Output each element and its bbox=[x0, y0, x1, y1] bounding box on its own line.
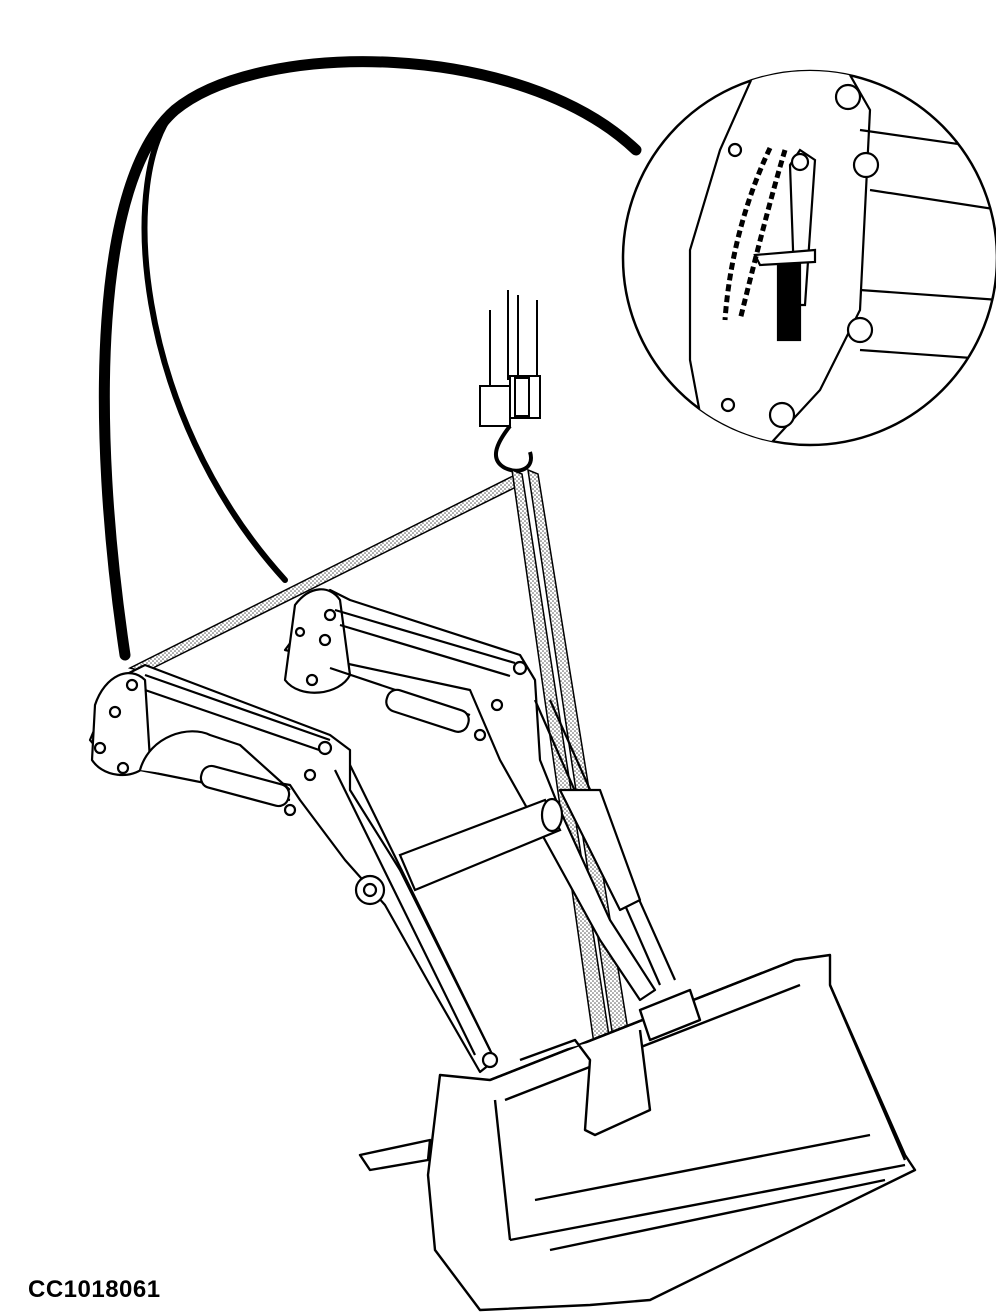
loader-arm-right bbox=[283, 588, 677, 1002]
detail-callout-circle bbox=[621, 69, 996, 447]
detail-leader-line bbox=[98, 56, 642, 661]
cross-tube bbox=[398, 797, 564, 892]
figure-reference-code: CC1018061 bbox=[28, 1276, 161, 1303]
crane-hook-icon bbox=[479, 290, 541, 473]
loader-arm-left bbox=[88, 663, 499, 1074]
loader-bucket bbox=[358, 953, 917, 1312]
